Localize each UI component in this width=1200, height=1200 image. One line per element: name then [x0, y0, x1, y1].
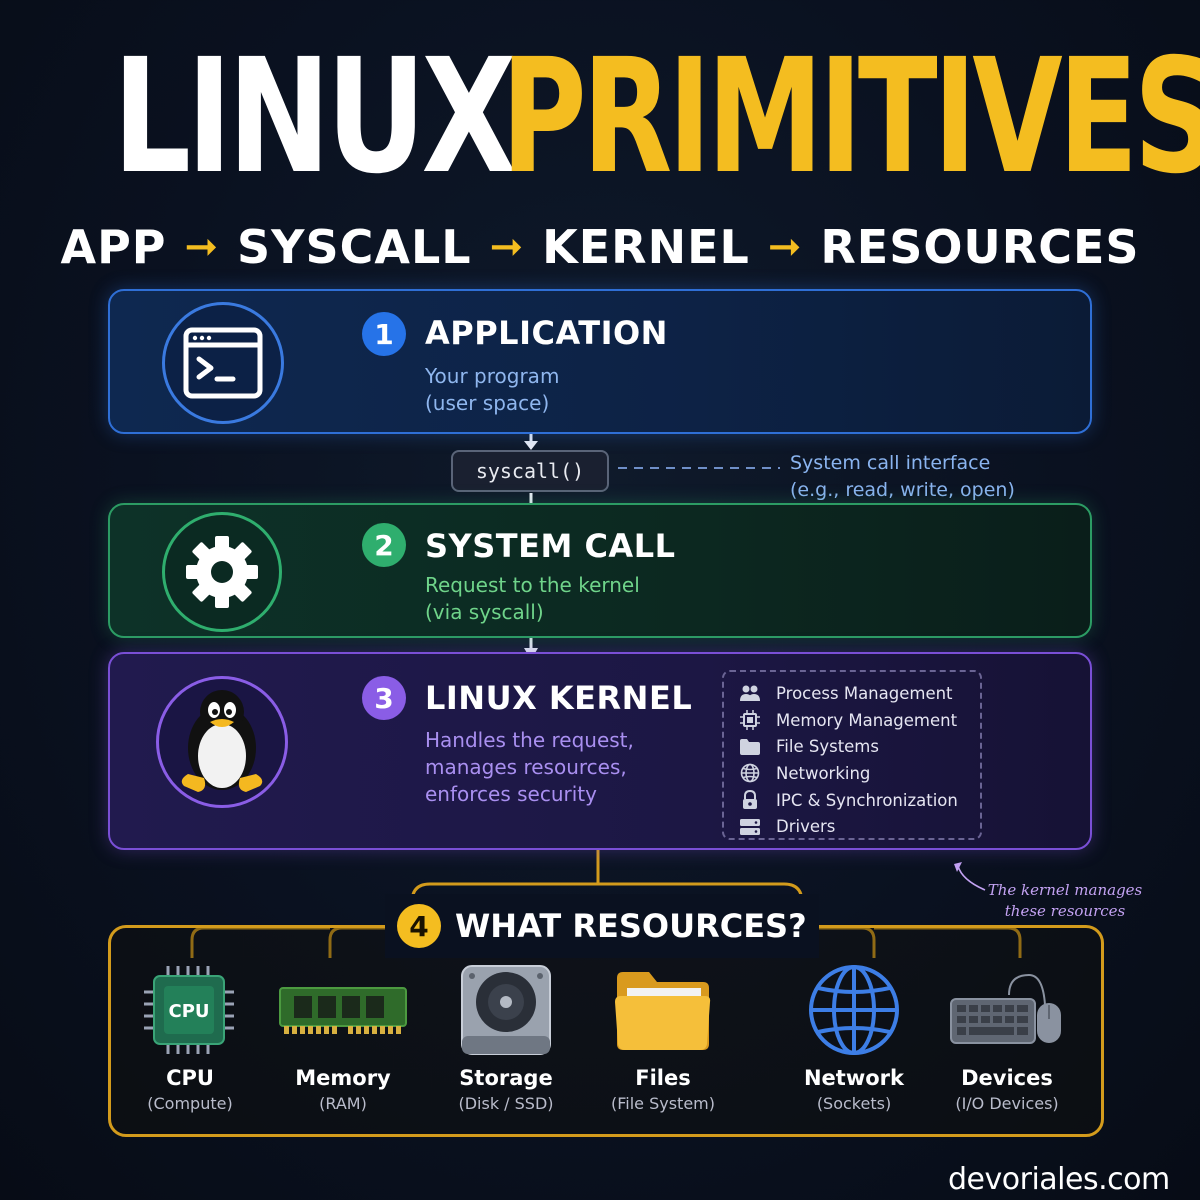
- disk-icon: [461, 965, 551, 1055]
- kernel-subsystem-item: Networking: [738, 760, 980, 787]
- kernel-desc-line: manages resources,: [425, 755, 627, 779]
- watermark-text: devoriales.com: [948, 1162, 1170, 1197]
- page-title: LINUX PRIMITIVES: [0, 22, 1200, 212]
- resource-item-memory: Memory (RAM): [258, 960, 428, 1113]
- kernel-subsystem-label: Memory Management: [776, 710, 958, 730]
- resource-sub: (I/O Devices): [955, 1094, 1059, 1113]
- users-icon: [738, 683, 762, 703]
- step-number-4: 4: [397, 904, 441, 948]
- kernel-note-line: these resources: [1004, 902, 1126, 920]
- resources-heading-text: WHAT RESOURCES?: [455, 907, 807, 945]
- kernel-desc-line: Handles the request,: [425, 728, 634, 752]
- application-desc-line: Your program: [425, 364, 560, 388]
- tux-penguin-icon: [181, 690, 263, 792]
- syscall-note-line: System call interface: [790, 452, 991, 474]
- kernel-icon-circle: [156, 676, 288, 808]
- kernel-desc: Handles the request, manages resources, …: [425, 727, 634, 808]
- system-call-desc-line: Request to the kernel: [425, 573, 640, 597]
- title-part-primitives: PRIMITIVES: [500, 25, 1200, 209]
- resource-sub: (RAM): [319, 1094, 367, 1113]
- resources-panel: [108, 925, 1104, 1137]
- flow-subtitle: APP ➞ SYSCALL ➞ KERNEL ➞ RESOURCES: [0, 212, 1200, 282]
- resource-item-devices: Devices (I/O Devices): [922, 960, 1092, 1113]
- system-call-desc: Request to the kernel (via syscall): [425, 572, 640, 626]
- kernel-subsystem-label: IPC & Synchronization: [776, 790, 958, 810]
- kernel-subsystem-item: Drivers: [738, 813, 980, 840]
- kernel-note-line: The kernel manages: [987, 881, 1143, 899]
- application-icon-circle: [162, 302, 284, 424]
- arrow-right-icon: ➞: [767, 224, 803, 270]
- kernel-subsystem-item: IPC & Synchronization: [738, 787, 980, 814]
- step-number-3: 3: [362, 676, 406, 720]
- resource-name: Storage: [459, 1066, 553, 1090]
- flow-step-resources: RESOURCES: [820, 220, 1140, 274]
- kernel-subsystem-label: Process Management: [776, 683, 953, 703]
- flow-step-app: APP: [60, 220, 167, 274]
- resource-name: Network: [803, 1066, 904, 1090]
- resource-sub: (Disk / SSD): [458, 1094, 554, 1113]
- resource-name: Memory: [295, 1066, 391, 1090]
- resource-sub: (Sockets): [816, 1094, 892, 1113]
- flow-step-kernel: KERNEL: [542, 220, 750, 274]
- title-part-linux: LINUX: [112, 25, 517, 209]
- syscall-label-box: syscall(): [451, 450, 609, 492]
- application-desc: Your program (user space): [425, 363, 559, 417]
- globe-icon: [738, 763, 762, 783]
- kernel-manages-note: The kernel manages these resources: [985, 880, 1145, 922]
- flow-step-syscall: SYSCALL: [237, 220, 472, 274]
- folder-icon: [615, 972, 711, 1050]
- system-call-icon-circle: [162, 512, 282, 632]
- application-heading: APPLICATION: [425, 314, 668, 352]
- ram-icon: [279, 987, 407, 1034]
- lock-icon: [738, 790, 762, 810]
- kernel-subsystem-label: Networking: [776, 763, 871, 783]
- kernel-subsystems-list: Process Management Memory Management Fil…: [722, 670, 982, 840]
- kernel-heading: LINUX KERNEL: [425, 679, 693, 717]
- cpu-chip-label: CPU: [168, 1001, 209, 1022]
- resource-name: Files: [635, 1066, 691, 1090]
- resources-heading: 4 WHAT RESOURCES?: [385, 894, 819, 958]
- folder-icon: [738, 737, 762, 757]
- kernel-subsystem-label: Drivers: [776, 817, 836, 837]
- arrow-right-icon: ➞: [489, 224, 525, 270]
- kernel-subsystem-item: File Systems: [738, 733, 980, 760]
- server-icon: [738, 817, 762, 837]
- step-number-1: 1: [362, 312, 406, 356]
- gear-icon: [186, 536, 258, 608]
- keyboard-mouse-icon: [950, 973, 1061, 1044]
- kernel-subsystem-item: Memory Management: [738, 707, 980, 734]
- step-number-2: 2: [362, 523, 406, 567]
- terminal-icon: [183, 327, 263, 399]
- kernel-desc-line: enforces security: [425, 782, 597, 806]
- resource-item-network: Network (Sockets): [769, 960, 939, 1113]
- syscall-interface-note: System call interface (e.g., read, write…: [790, 450, 1015, 504]
- system-call-heading: SYSTEM CALL: [425, 527, 676, 565]
- globe-icon: [809, 965, 899, 1055]
- resource-item-storage: Storage (Disk / SSD): [421, 960, 591, 1113]
- application-desc-line: (user space): [425, 391, 550, 415]
- chip-icon: [738, 710, 762, 731]
- resource-item-cpu: CPU CPU (Compute): [105, 960, 275, 1113]
- resource-sub: (Compute): [147, 1094, 233, 1113]
- syscall-note-line: (e.g., read, write, open): [790, 479, 1015, 501]
- kernel-subsystem-label: File Systems: [776, 737, 879, 757]
- resource-name: CPU: [166, 1066, 214, 1090]
- resource-sub: (File System): [610, 1094, 715, 1113]
- resource-item-files: Files (File System): [578, 960, 748, 1113]
- system-call-desc-line: (via syscall): [425, 600, 544, 624]
- kernel-subsystem-item: Process Management: [738, 680, 980, 707]
- arrow-right-icon: ➞: [184, 224, 220, 270]
- resource-name: Devices: [961, 1066, 1053, 1090]
- cpu-icon: CPU: [144, 966, 234, 1054]
